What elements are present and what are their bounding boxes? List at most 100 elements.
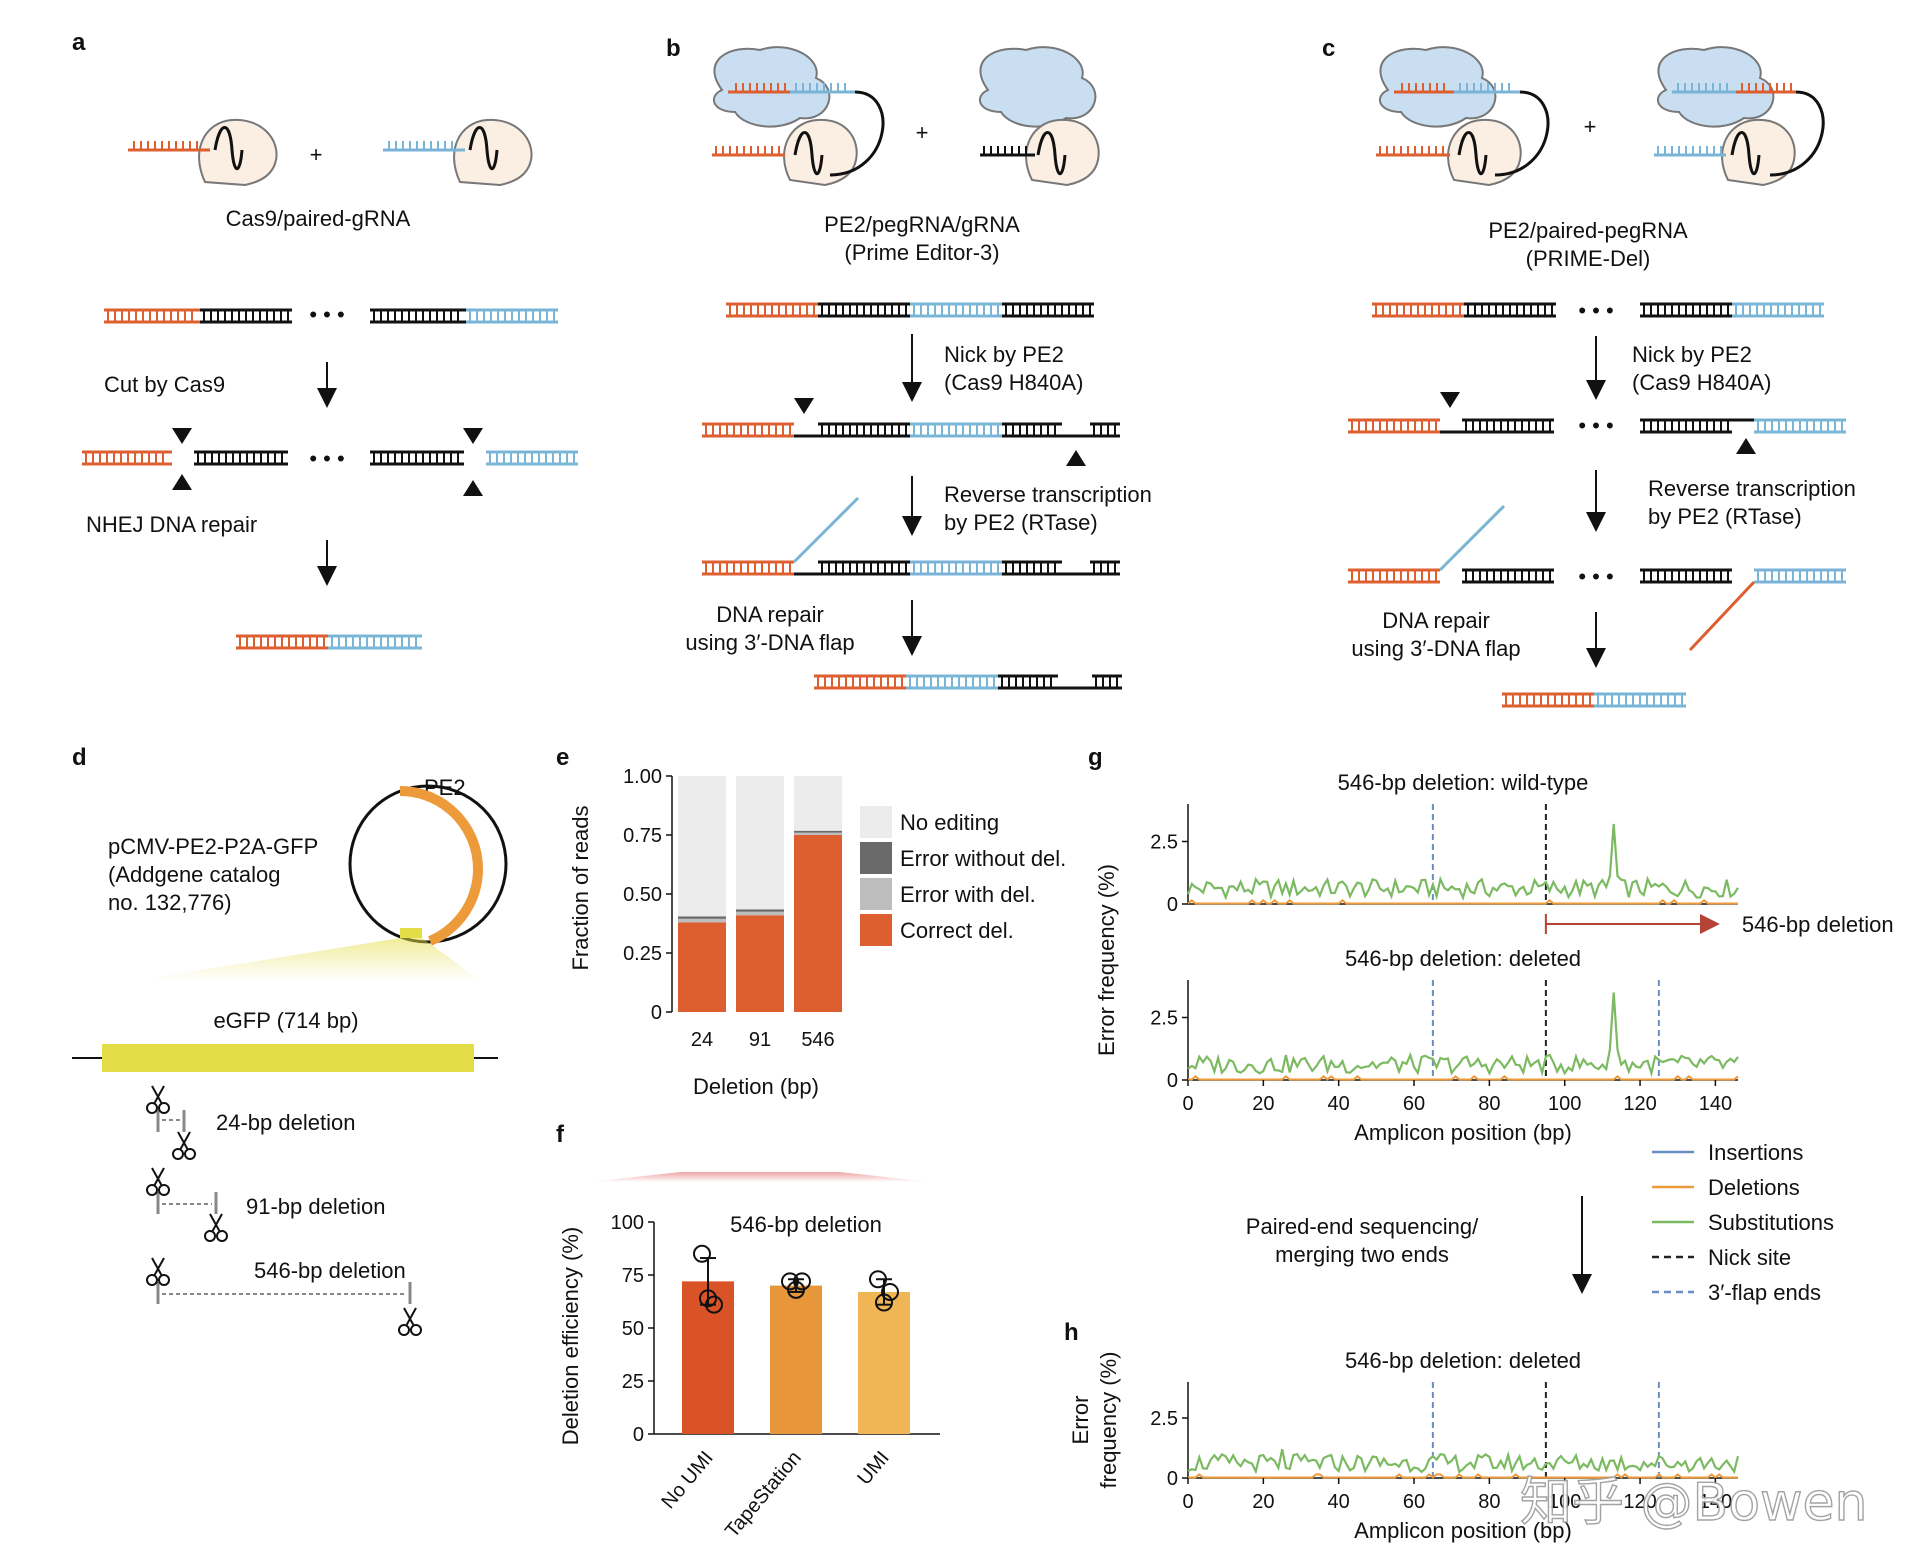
dna-segment — [1348, 568, 1440, 584]
dna-segment — [370, 308, 466, 324]
cas9-complex-right-icon — [383, 118, 533, 187]
cas9-complex-left-icon — [128, 118, 278, 187]
step-b-nick: Nick by PE2 — [944, 342, 1064, 367]
plasmid-number: no. 132,776) — [108, 890, 232, 915]
legend-label: Substitutions — [1708, 1210, 1834, 1235]
substitutions-line — [1187, 1448, 1740, 1475]
plot-ytick-label: 0 — [1167, 894, 1178, 916]
scissors-blade — [403, 1307, 415, 1327]
plot-xtick-label: 100 — [1548, 1491, 1581, 1513]
plot-xtick-label: 120 — [1623, 1093, 1656, 1115]
f-ytick-label: 0 — [633, 1424, 644, 1446]
e-xtick-label: 546 — [801, 1029, 834, 1051]
scissors-ring — [146, 1184, 158, 1196]
dna-segment — [200, 308, 292, 324]
spacer-blue — [1456, 83, 1518, 94]
f-title: 546-bp deletion — [730, 1212, 882, 1237]
nick-marker-icon — [463, 480, 483, 496]
scissors-group — [146, 1085, 422, 1336]
e-ylabel: Fraction of reads — [568, 805, 593, 970]
plasmid-circle-icon — [348, 784, 508, 944]
caption-cas9-paired-grna: Cas9/paired-gRNA — [226, 206, 411, 231]
plot-title: 546-bp deletion: deleted — [1345, 946, 1581, 971]
dna-segment — [1640, 568, 1732, 584]
e-legend-swatch — [860, 842, 892, 874]
plot-xtick-label: 20 — [1252, 1093, 1274, 1115]
e-bar-segment — [678, 922, 726, 1012]
scissors-icon — [204, 1213, 228, 1242]
dna-segment — [818, 302, 910, 318]
dots-a2: • • • — [309, 446, 344, 471]
e-xtick-label: 24 — [691, 1029, 713, 1051]
spacer-orange — [1398, 83, 1452, 94]
dna-segment — [1502, 692, 1594, 708]
panel-e: Fraction of reads Deletion (bp) 00.250.5… — [568, 766, 1066, 1099]
dna-segment — [370, 450, 464, 466]
h-ylabel-1: Error — [1068, 1396, 1093, 1445]
scissors-blade — [151, 1167, 163, 1187]
dna-segment — [328, 634, 422, 650]
panel-label-a: a — [72, 29, 86, 56]
scissors-icon — [146, 1085, 170, 1114]
dna-segment — [906, 674, 998, 690]
scissors-blade — [211, 1213, 223, 1233]
scissors-ring — [158, 1184, 170, 1196]
panel-label-b: b — [666, 35, 681, 62]
dna-segment — [1002, 422, 1062, 438]
dna-segment — [1090, 560, 1120, 576]
panel-label-g: g — [1088, 744, 1103, 771]
e-ytick-label: 0.25 — [623, 943, 662, 965]
step-b-repair-sub: using 3′-DNA flap — [685, 630, 854, 655]
caption-pe2-paired-pegrna: PE2/paired-pegRNA — [1488, 218, 1688, 243]
substitutions-line — [1187, 992, 1739, 1078]
f-point — [793, 1272, 811, 1291]
legend-label: Deletions — [1708, 1175, 1800, 1200]
f-point — [881, 1282, 899, 1301]
step-c-nick: Nick by PE2 — [1632, 342, 1752, 367]
scissors-ring — [172, 1148, 184, 1160]
scissors-ring — [184, 1148, 196, 1160]
scissors-blade — [153, 1167, 165, 1187]
spacer-orange — [712, 146, 782, 157]
dna-segment — [818, 560, 910, 576]
spacer-blue — [1654, 146, 1724, 157]
dna-segment — [726, 302, 818, 318]
scissors-icon — [172, 1131, 196, 1160]
f-ytick-label: 100 — [611, 1212, 644, 1234]
dna-segment — [1464, 302, 1556, 318]
step-c-nick-sub: (Cas9 H840A) — [1632, 370, 1771, 395]
dna-segment — [82, 450, 172, 466]
g-process-line2: merging two ends — [1275, 1242, 1449, 1267]
dna-segment — [104, 308, 200, 324]
scissors-ring — [146, 1274, 158, 1286]
panel-g: Error frequency (%) 546-bp deletion: wil… — [1094, 770, 1894, 1305]
panel-label-h: h — [1064, 1319, 1079, 1346]
nick-marker-icon — [1066, 450, 1086, 466]
e-ytick-label: 1.00 — [623, 766, 662, 788]
f-ylabel: Deletion efficiency (%) — [558, 1227, 583, 1445]
plus-sign-b: + — [916, 120, 929, 145]
deletion-546-diagram — [156, 1282, 412, 1304]
dna-segment — [1002, 560, 1062, 576]
dots-c2: • • • — [1578, 413, 1613, 438]
e-legend-label: Error without del. — [900, 846, 1066, 871]
nick-marker-icon — [172, 428, 192, 444]
e-xlabel: Deletion (bp) — [693, 1074, 819, 1099]
e-legend-swatch — [860, 878, 892, 910]
f-point — [699, 1289, 717, 1308]
dna-segment — [1348, 418, 1440, 434]
dna-segment — [1732, 302, 1824, 318]
plot-ytick-label: 2.5 — [1150, 1008, 1178, 1030]
dna-segment — [1754, 418, 1846, 434]
f-ytick-label: 50 — [622, 1318, 644, 1340]
e-bar-segment — [794, 835, 842, 1012]
f-point — [693, 1244, 711, 1263]
scissors-icon — [146, 1167, 170, 1196]
step-cut-by-cas9: Cut by Cas9 — [104, 372, 225, 397]
scissors-blade — [177, 1131, 189, 1151]
plot-xtick-label: 120 — [1623, 1491, 1656, 1513]
dots-c1: • • • — [1578, 298, 1613, 323]
